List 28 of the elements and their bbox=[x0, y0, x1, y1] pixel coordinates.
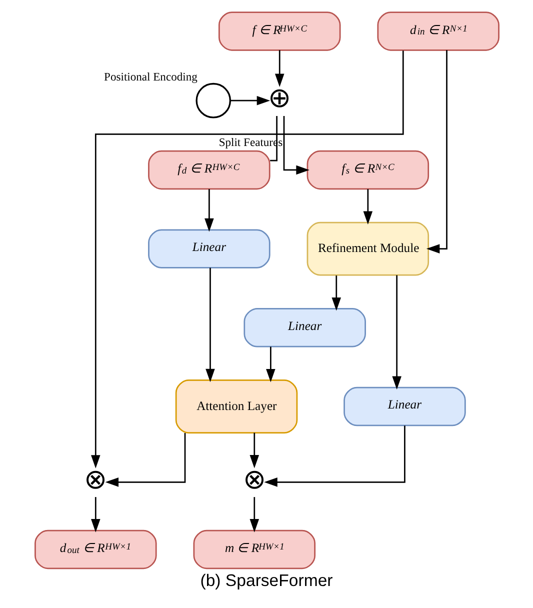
arrow bbox=[90, 497, 100, 532]
node-text: ⊗ bbox=[242, 464, 266, 494]
arrow bbox=[392, 275, 401, 390]
arrow bbox=[426, 50, 447, 254]
connector bbox=[270, 116, 277, 162]
arrow bbox=[282, 116, 309, 175]
node-box: Attention Layer bbox=[174, 380, 298, 434]
node-label: Positional Encoding bbox=[104, 70, 197, 84]
node-text: ⊕ bbox=[268, 83, 291, 114]
arrow bbox=[104, 432, 186, 487]
arrow bbox=[362, 189, 372, 225]
arrow bbox=[331, 276, 341, 311]
node-box: Refinement Module bbox=[306, 222, 429, 276]
node-box: Linear bbox=[243, 308, 366, 348]
arrow bbox=[90, 50, 404, 468]
arrow bbox=[204, 189, 214, 232]
arrow bbox=[274, 50, 284, 87]
node-text: ⊗ bbox=[84, 464, 107, 494]
arrow bbox=[264, 426, 405, 487]
node-box: Linear bbox=[343, 386, 466, 426]
arrow bbox=[205, 268, 214, 382]
arrow bbox=[266, 346, 275, 382]
caption: (b) SparseFormer bbox=[200, 571, 332, 590]
arrow bbox=[249, 497, 259, 532]
node-circle bbox=[195, 82, 231, 118]
arrow bbox=[249, 432, 259, 468]
node-box: Linear bbox=[148, 229, 270, 268]
arrow bbox=[230, 96, 270, 106]
